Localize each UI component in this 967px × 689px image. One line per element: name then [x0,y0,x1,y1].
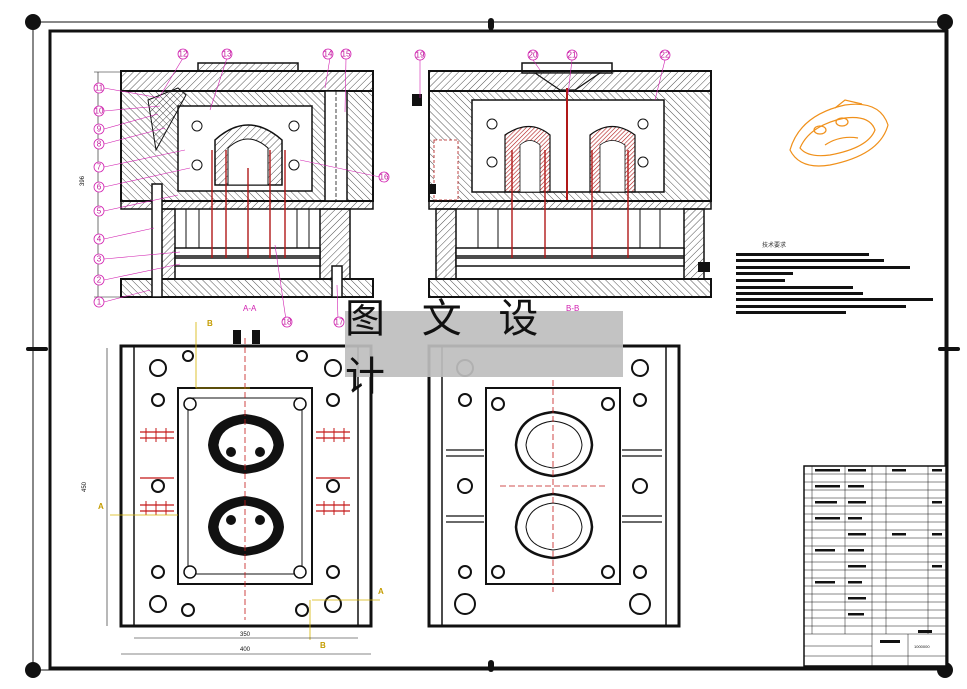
watermark-text: 图 文 设 计 [345,296,551,400]
balloon-1: 1 [97,298,102,307]
drawing-number: 1000000 [914,644,930,649]
plan-view-moving-half: B A A B 450 350 400 [82,319,384,655]
balloon-11: 11 [95,84,104,93]
balloon-6: 6 [97,183,102,192]
dim-width-inner: 350 [240,632,251,638]
balloon-9: 9 [97,125,102,134]
balloon-8: 8 [97,140,102,149]
section-letter-b-top: B [207,319,213,328]
technical-notes-block [736,253,933,314]
section-view-bb: B-B [412,62,712,313]
part-isometric-sketch [789,99,889,167]
balloon-15: 15 [342,50,351,59]
dim-height-side: 396 [80,175,86,186]
balloon-4: 4 [97,235,102,244]
dim-height-plan: 450 [82,481,88,492]
section-letter-a-right: A [378,587,384,596]
title-block: 1000000 [803,465,947,667]
balloon-circles-left: 11 10 9 8 7 6 5 4 3 2 1 12 13 14 15 16 1… [93,48,390,328]
section-label-bb: B-B [566,304,579,313]
watermark-banner: 图 文 设 计 [345,296,623,400]
section-label-aa: A-A [243,304,257,313]
section-view-aa: 396 A-A [80,62,374,313]
balloon-3: 3 [97,255,102,264]
balloon-21: 21 [568,51,577,60]
balloon-2: 2 [97,276,102,285]
balloon-16: 16 [380,173,389,182]
balloon-14: 14 [324,50,333,59]
balloon-17: 17 [335,318,344,327]
balloon-7: 7 [97,163,102,172]
section-letter-a-left: A [98,502,104,511]
section-letter-b-bottom: B [320,641,326,650]
balloon-10: 10 [95,107,104,116]
balloon-18: 18 [283,318,292,327]
dim-width-outer: 400 [240,647,251,653]
balloon-20: 20 [529,51,538,60]
balloons-left [103,57,381,321]
sheet-frame [25,14,960,678]
balloon-12: 12 [179,50,188,59]
balloon-22: 22 [661,51,670,60]
technical-notes-title: 技术要求 [762,243,787,249]
balloon-13: 13 [223,50,232,59]
plan-view-fixed-half [427,344,681,628]
balloon-19: 19 [416,51,425,60]
balloons-right: 19 20 21 22 [414,49,671,101]
balloon-5: 5 [97,207,102,216]
